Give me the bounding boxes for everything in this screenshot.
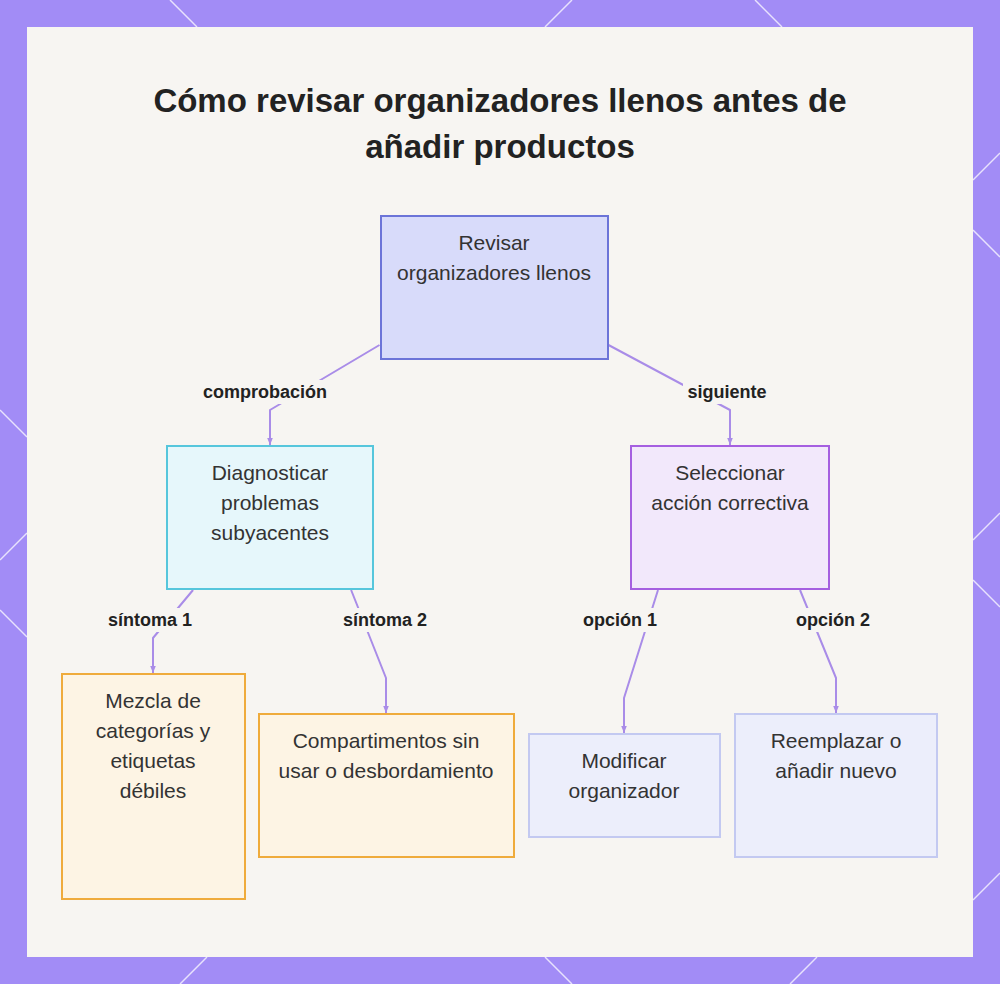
diagram-title: Cómo revisar organizadores llenos antes …: [140, 78, 860, 170]
edge-label: siguiente: [683, 380, 770, 404]
symptom-box: Compartimentos sin usar o desbordamiento: [258, 713, 515, 858]
option-box: Modificar organizador: [528, 733, 721, 838]
process-box: Diagnosticar problemas subyacentes: [166, 445, 374, 590]
node-text: Seleccionar acción correctiva: [644, 458, 816, 518]
node-text: Compartimentos sin usar o desbordamiento: [272, 726, 501, 786]
edge-label: opción 2: [792, 608, 874, 632]
node-text: Diagnosticar problemas subyacentes: [180, 458, 360, 548]
node-text: Modificar organizador: [542, 746, 707, 806]
edge-label: síntoma 1: [104, 608, 196, 632]
node-text: Reemplazar o añadir nuevo: [748, 726, 924, 786]
node-text: Mezcla de categorías y etiquetas débiles: [75, 686, 232, 806]
process-box: Seleccionar acción correctiva: [630, 445, 830, 590]
edge-label: opción 1: [579, 608, 661, 632]
root-box: Revisar organizadores llenos: [380, 215, 609, 360]
symptom-box: Mezcla de categorías y etiquetas débiles: [61, 673, 246, 900]
node-text: Revisar organizadores llenos: [394, 228, 595, 288]
edge-label: comprobación: [199, 380, 331, 404]
option-box: Reemplazar o añadir nuevo: [734, 713, 938, 858]
edge-label: síntoma 2: [339, 608, 431, 632]
